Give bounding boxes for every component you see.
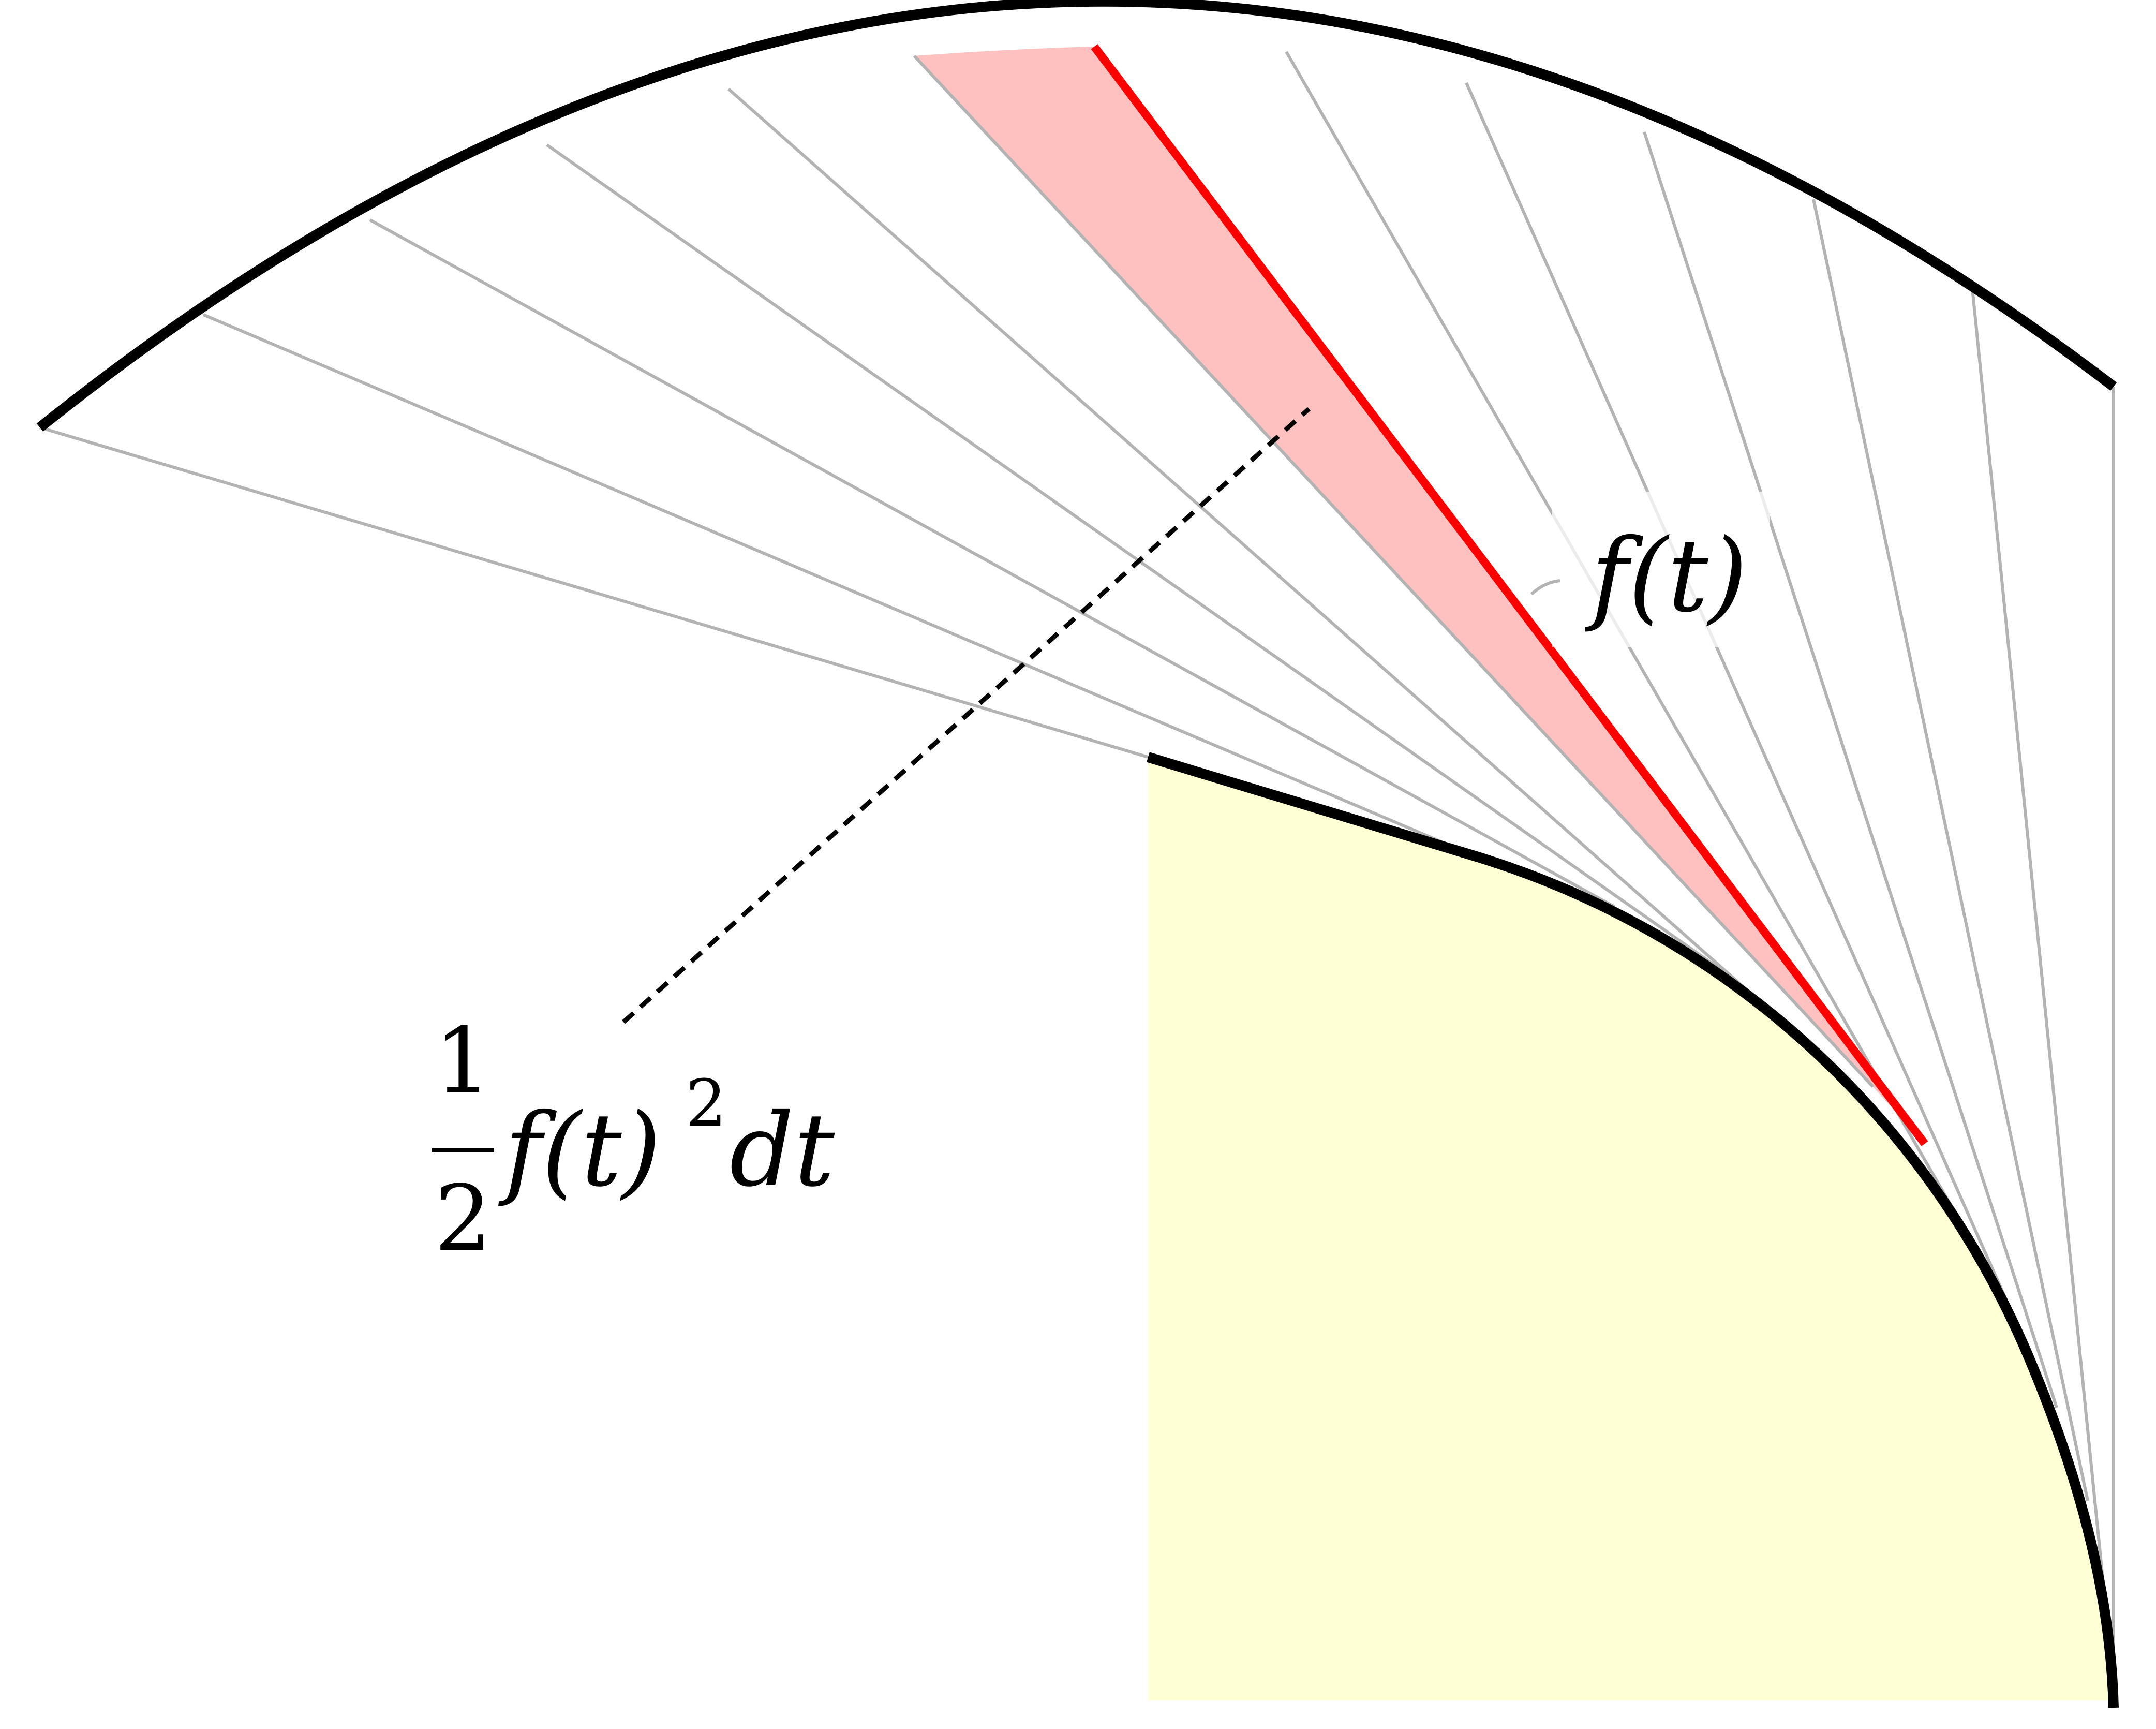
- area-label: 1 2 f(t) 2 dt: [432, 1009, 835, 1272]
- ray: [202, 313, 1476, 858]
- area-differential: dt: [730, 1091, 835, 1209]
- ray: [1971, 288, 2105, 1584]
- highlighted-ray: [1091, 44, 1928, 1146]
- ray: [369, 218, 1615, 908]
- ray: [39, 426, 1149, 759]
- ray: [1643, 131, 2058, 1408]
- area-exponent: 2: [686, 1066, 727, 1141]
- ray: [1812, 199, 2089, 1501]
- area-numerator: 1: [434, 1009, 492, 1114]
- area-expression: f(t): [498, 1091, 661, 1209]
- f-label: f(t): [1585, 517, 1748, 634]
- area-leader: [622, 407, 1311, 1024]
- sweep-rays: [39, 51, 2115, 1700]
- area-denominator: 2: [434, 1166, 492, 1272]
- label-leader: [1530, 579, 1560, 596]
- outer-arc: [36, 0, 2117, 432]
- ray: [546, 143, 1727, 974]
- inner-curve: [1147, 752, 2119, 1708]
- ray: [1465, 82, 2014, 1316]
- inner-region-fill: [1148, 757, 2114, 1700]
- label-halo: [1552, 492, 1770, 647]
- ray: [727, 87, 1822, 1057]
- ray: [913, 54, 1875, 1088]
